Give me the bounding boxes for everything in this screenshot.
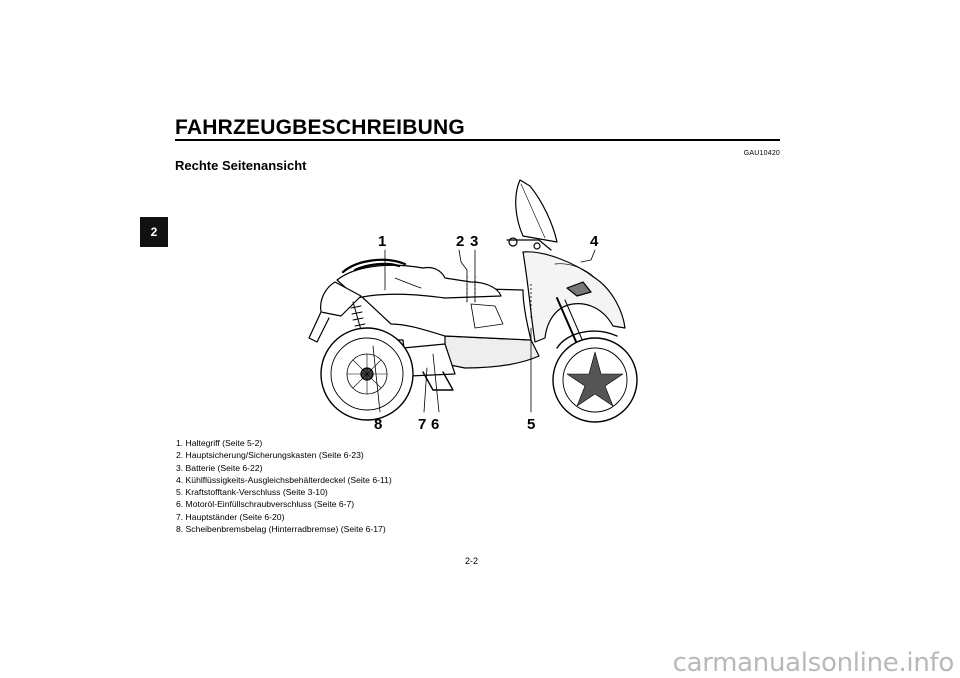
parts-legend: 1. Haltegriff (Seite 5-2) 2. Hauptsicher… xyxy=(176,437,392,535)
scooter-illustration xyxy=(295,178,655,436)
legend-item: 5. Kraftstofftank-Verschluss (Seite 3-10… xyxy=(176,487,328,498)
document-code: GAU10420 xyxy=(743,150,780,157)
legend-item: 2. Hauptsicherung/Sicherungskasten (Seit… xyxy=(176,450,364,461)
chapter-tab: 2 xyxy=(140,217,168,247)
section-title: FAHRZEUGBESCHREIBUNG xyxy=(175,116,465,139)
scooter-drawing xyxy=(308,179,638,423)
page-number: 2-2 xyxy=(465,556,479,566)
callout-5: 5 xyxy=(527,416,536,433)
legend-item: 4. Kühlflüssigkeits-Ausgleichsbehälterde… xyxy=(176,474,392,485)
callout-1: 1 xyxy=(378,233,387,250)
callout-8: 8 xyxy=(374,416,383,433)
subheading: Rechte Seitenansicht xyxy=(175,158,307,173)
legend-item: 1. Haltegriff (Seite 5-2) xyxy=(176,438,263,448)
callout-3: 3 xyxy=(470,233,479,250)
legend-item: 7. Hauptständer (Seite 6-20) xyxy=(176,511,285,522)
watermark: carmanualsonline.info xyxy=(672,648,955,678)
callout-4: 4 xyxy=(590,233,599,250)
callout-2: 2 xyxy=(456,233,465,250)
title-rule xyxy=(175,139,780,141)
legend-item: 8. Scheibenbremsbelag (Hinterradbremse) … xyxy=(176,524,386,535)
legend-item: 6. Motoröl-Einfüllschraubverschluss (Sei… xyxy=(176,499,355,510)
callout-6: 6 xyxy=(431,416,440,433)
callout-7: 7 xyxy=(418,416,427,433)
legend-item: 3. Batterie (Seite 6-22) xyxy=(176,462,263,473)
